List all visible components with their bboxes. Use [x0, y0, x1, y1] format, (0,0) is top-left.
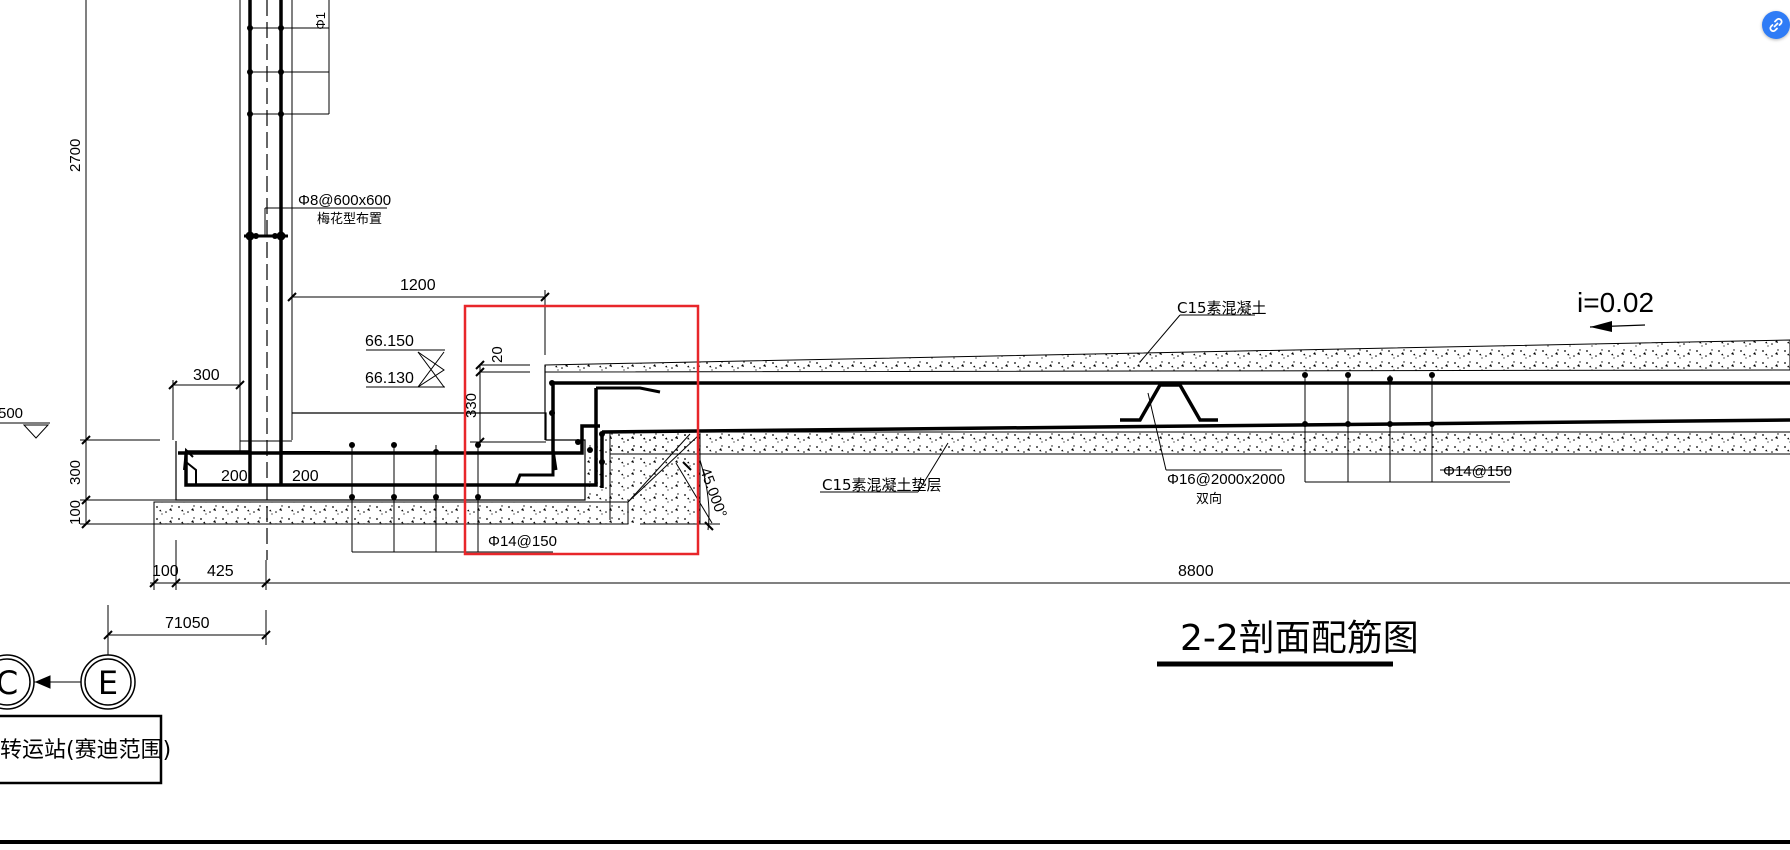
axis-c-label: C: [0, 664, 18, 702]
highlight-rectangle[interactable]: [463, 304, 700, 556]
angle-label: 45.000°: [696, 466, 730, 521]
ramp-slab: [544, 314, 1790, 520]
dim-2700: 2700: [67, 139, 84, 172]
rebar-14-right-label: Φ14@150: [1443, 463, 1512, 480]
axis-bubbles: [0, 654, 136, 710]
dim-200-a: 200: [221, 468, 248, 485]
elevation-upper: 66.150: [365, 333, 414, 350]
elevation-lower: 66.130: [365, 370, 414, 387]
dim-100-horizontal: 100: [152, 563, 179, 580]
slope-label: i=0.02: [1577, 287, 1654, 318]
drawing-title: 2-2剖面配筋图: [1180, 618, 1419, 659]
c15-cushion-label: C15素混凝土垫层: [822, 476, 942, 494]
dimension-lines: [0, 0, 1790, 689]
dim-330: 330: [463, 393, 480, 418]
wall: [239, 0, 387, 560]
dim-300-horizontal: 300: [193, 367, 220, 384]
dim-100-vertical: 100: [67, 500, 84, 525]
dim-71050: 71050: [165, 615, 210, 632]
dimension-ticks: [81, 292, 714, 640]
dim-20: 20: [489, 346, 506, 363]
axis-e-label: E: [98, 664, 118, 702]
link-icon: [1769, 18, 1783, 32]
dim-300-vertical: 300: [67, 460, 84, 485]
wall-top-rebar-label: Φ1: [313, 12, 328, 30]
station-label: 转运站(赛迪范围): [0, 738, 171, 763]
link-button[interactable]: [1762, 11, 1790, 39]
rebar-16-label: Φ16@2000x2000: [1167, 471, 1285, 488]
station-box: [0, 714, 163, 785]
dim-1200: 1200: [400, 277, 436, 294]
dim-8800: 8800: [1178, 563, 1214, 580]
mesh-layout-label: 梅花型布置: [317, 211, 382, 227]
slope-arrow: [1589, 321, 1646, 332]
left-elevation-label: 500: [0, 405, 23, 422]
dim-425: 425: [207, 563, 234, 580]
c15-concrete-label: C15素混凝土: [1177, 299, 1267, 317]
mesh-spec-label: Φ8@600x600: [298, 192, 391, 209]
rebar-14-left-label: Φ14@150: [488, 533, 557, 550]
base-slab: [153, 380, 720, 553]
dim-200-b: 200: [292, 468, 319, 485]
rebar-16-direction: 双向: [1196, 491, 1222, 507]
